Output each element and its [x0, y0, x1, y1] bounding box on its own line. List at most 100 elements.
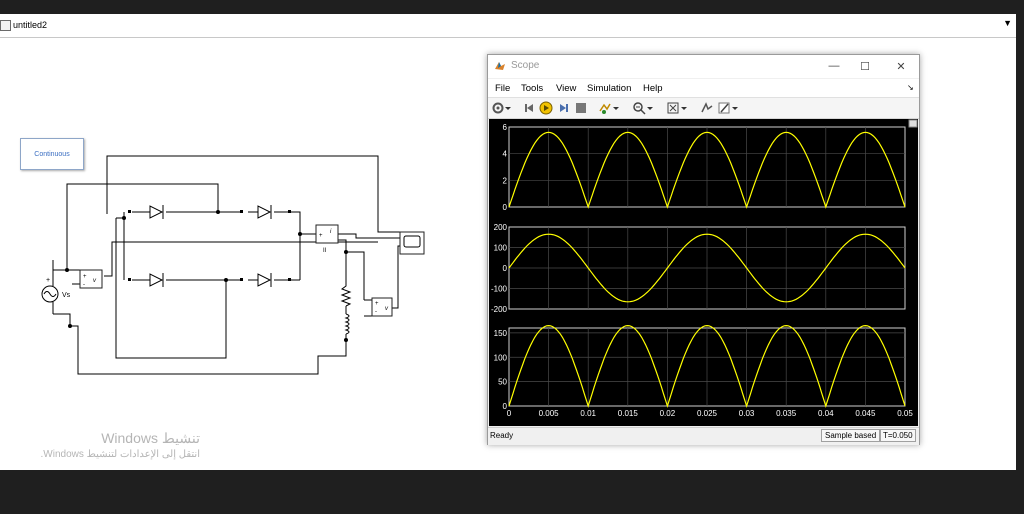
y-tick-label: 200 [494, 223, 508, 232]
scope-block[interactable] [399, 231, 425, 255]
menu-view[interactable]: View [556, 83, 577, 94]
y-tick-label: 0 [503, 203, 508, 212]
signal-line-1 [508, 131, 906, 209]
model-tab-label: untitled2 [13, 20, 48, 30]
scope-window[interactable]: Scope — ☐ ✕ File Tools View Simulation H… [487, 54, 920, 445]
expand-icon [908, 119, 918, 128]
load-meter-out: v [385, 306, 389, 312]
y-tick-label: 4 [503, 150, 508, 159]
svg-text:+: + [83, 274, 87, 280]
scope-title: Scope [511, 60, 540, 71]
svg-text:+: + [375, 301, 379, 307]
matlab-icon [495, 62, 505, 70]
scope-plot-svg: 0 2 4 6 -200 -100 0 100 200 0 50 100 150 0 0.005 0.01 0.… [491, 119, 918, 418]
powergui-continuous-block[interactable]: Continuous [20, 138, 84, 170]
signal-line-2 [508, 233, 906, 303]
autoscale-icon[interactable] [666, 101, 680, 115]
chevron-down-icon[interactable]: ▼ [1003, 18, 1012, 28]
voltage-measurement-source[interactable]: + - v [79, 269, 103, 289]
menu-help[interactable]: Help [643, 83, 663, 94]
status-ready: Ready [490, 431, 514, 440]
y-tick-label: 0 [503, 402, 508, 411]
scope-toolbar [488, 98, 919, 119]
menu-tools[interactable]: Tools [521, 83, 544, 94]
junction-dots [65, 210, 348, 342]
x-tick-label: 0.01 [580, 409, 596, 418]
chevron-down-icon[interactable] [731, 101, 739, 115]
y-tick-label: 100 [494, 244, 508, 253]
step-forward-icon[interactable] [557, 101, 571, 115]
menu-file[interactable]: File [495, 83, 511, 94]
y-tick-label: 0 [503, 264, 508, 273]
status-sample-mode: Sample based [821, 429, 881, 442]
triggers-icon[interactable] [700, 101, 714, 115]
step-back-icon[interactable] [522, 101, 536, 115]
circuit-diagram: + Vs + - v + i II [41, 155, 425, 375]
status-time: T=0.050 [880, 429, 916, 442]
x-tick-label: 0.04 [818, 409, 834, 418]
signal-line-3 [508, 324, 906, 408]
chevron-down-icon[interactable] [646, 101, 654, 115]
wire [52, 155, 400, 375]
resistor[interactable] [340, 284, 352, 307]
diode-d4[interactable] [257, 273, 272, 287]
x-tick-label: 0.015 [618, 409, 639, 418]
scope-menubar: File Tools View Simulation Help ↘ [488, 79, 919, 98]
svg-text:-: - [83, 282, 85, 288]
chevron-down-icon[interactable] [680, 101, 688, 115]
x-tick-label: 0.05 [897, 409, 913, 418]
bottom-dark-bar [0, 470, 1024, 514]
watermark-subtitle: انتقل إلى الإعدادات لتنشيط Windows. [40, 449, 200, 460]
top-dark-bar [0, 0, 1024, 13]
model-canvas[interactable]: + Vs + - v + i II [0, 38, 1016, 470]
minimize-button[interactable]: — [828, 60, 840, 72]
run-icon[interactable] [539, 101, 553, 115]
ac-source-vs[interactable]: + Vs [41, 277, 71, 303]
continuous-label: Continuous [34, 150, 70, 158]
inductor[interactable] [344, 313, 350, 335]
y-tick-label: 150 [494, 329, 508, 338]
x-tick-label: 0.03 [739, 409, 755, 418]
menu-simulation[interactable]: Simulation [587, 83, 632, 94]
x-tick-label: 0.005 [539, 409, 560, 418]
diode-d1[interactable] [149, 205, 164, 219]
settings-gear-icon[interactable] [491, 101, 505, 115]
y-tick-label: -200 [491, 305, 508, 314]
x-tick-label: 0.035 [776, 409, 797, 418]
y-tick-label: -100 [491, 285, 508, 294]
chevron-down-icon[interactable] [504, 101, 512, 115]
maximize-button[interactable]: ☐ [860, 60, 870, 73]
x-tick-label: 0 [507, 409, 512, 418]
svg-text:-: - [375, 309, 377, 315]
stop-icon[interactable] [574, 101, 588, 115]
watermark-title: تنشيط Windows [101, 430, 200, 446]
current-measurement[interactable]: + i II [315, 224, 339, 254]
source-label: Vs [62, 292, 71, 299]
zoom-icon[interactable] [632, 101, 646, 115]
scope-titlebar[interactable]: Scope — ☐ ✕ [488, 55, 919, 78]
y-tick-label: 2 [503, 176, 508, 185]
windows-activation-watermark: تنشيط Windows انتقل إلى الإعدادات لتنشيط… [18, 430, 200, 460]
svg-text:v: v [93, 278, 97, 284]
model-tab[interactable]: untitled2 [0, 16, 47, 34]
x-tick-label: 0.02 [660, 409, 676, 418]
diode-d3[interactable] [149, 273, 164, 287]
undock-icon[interactable]: ↘ [907, 83, 914, 92]
chevron-down-icon[interactable] [612, 101, 620, 115]
style-pen-icon[interactable] [717, 101, 731, 115]
svg-text:i: i [330, 229, 332, 235]
voltage-measurement-load[interactable]: + - v [371, 297, 393, 317]
y-tick-label: 6 [503, 123, 508, 132]
diode-d2[interactable] [257, 205, 272, 219]
close-button[interactable]: ✕ [896, 60, 906, 73]
scope-plot-area[interactable]: 0 2 4 6 -200 -100 0 100 200 0 50 100 150 0 0.005 0.01 0.… [489, 119, 918, 426]
y-tick-label: 100 [494, 353, 508, 362]
model-icon [0, 19, 11, 31]
scope-statusbar: Ready Sample based T=0.050 [488, 427, 919, 445]
svg-text:+: + [319, 233, 323, 239]
y-tick-label: 50 [498, 378, 507, 387]
highlight-icon[interactable] [598, 101, 612, 115]
model-tabstrip: untitled2 ▼ [0, 14, 1016, 38]
svg-text:+: + [46, 277, 50, 284]
current-meter-label: II [323, 248, 327, 254]
